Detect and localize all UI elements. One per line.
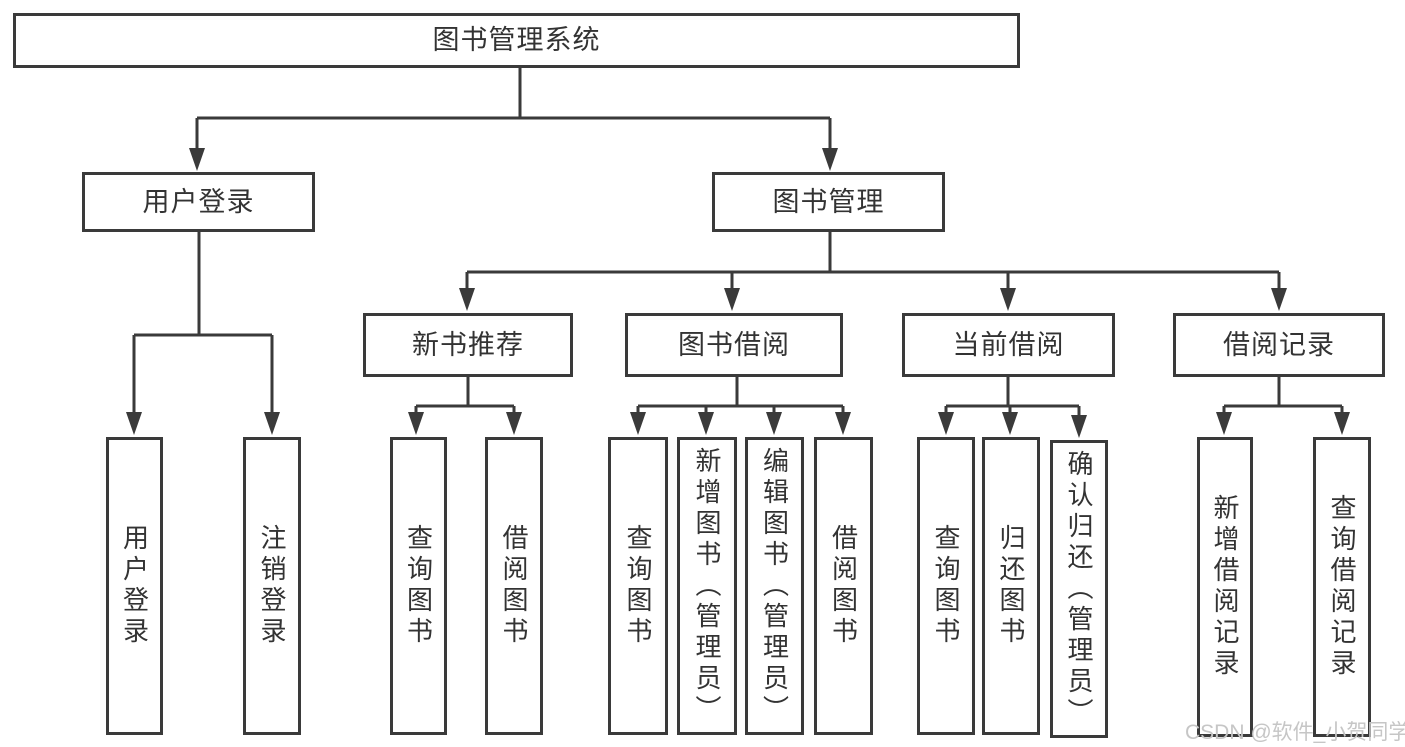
node-new-book-recommend: 新书推荐	[363, 313, 573, 377]
leaf-label: 新增图书（管理员）	[692, 446, 722, 726]
connector-new-book-recommend-children	[408, 377, 522, 435]
node-label: 当前借阅	[952, 329, 1065, 360]
leaf-label: 编辑图书（管理员）	[759, 446, 790, 726]
leaf-query-books-3: 查询图书	[917, 437, 975, 735]
leaf-label: 新增借阅记录	[1210, 494, 1240, 680]
node-label: 图书管理系统	[432, 25, 601, 55]
node-label: 借阅记录	[1223, 329, 1335, 360]
leaf-label: 借阅图书	[828, 524, 859, 648]
connector-root-to-level2	[189, 68, 838, 171]
node-user-login: 用户登录	[82, 172, 315, 232]
leaf-user-login: 用户登录	[106, 437, 163, 735]
leaf-label: 用户登录	[119, 524, 150, 648]
connector-borrow-records-children	[1216, 377, 1350, 435]
connector-current-borrow-children	[938, 377, 1087, 438]
node-label: 图书管理	[772, 186, 885, 217]
leaf-label: 注销登录	[257, 524, 287, 648]
leaf-label: 查询图书	[931, 524, 961, 648]
leaf-label: 查询图书	[403, 524, 434, 648]
node-library-management-system: 图书管理系统	[13, 13, 1020, 68]
leaf-confirm-return-admin: 确认归还（管理员）	[1050, 440, 1108, 738]
connector-user-login-children	[126, 232, 280, 435]
leaf-label: 确认归还（管理员）	[1064, 449, 1094, 729]
leaf-borrow-books-2: 借阅图书	[814, 437, 873, 735]
node-label: 新书推荐	[412, 329, 524, 360]
leaf-query-books-1: 查询图书	[390, 437, 447, 735]
leaf-return-books: 归还图书	[982, 437, 1040, 735]
leaf-label: 归还图书	[996, 524, 1026, 648]
node-label: 用户登录	[142, 186, 255, 217]
leaf-query-borrow-record: 查询借阅记录	[1313, 437, 1371, 737]
leaf-add-books-admin: 新增图书（管理员）	[677, 437, 737, 735]
leaf-borrow-books-1: 借阅图书	[485, 437, 543, 735]
leaf-label: 查询图书	[623, 524, 653, 648]
node-current-borrow: 当前借阅	[902, 313, 1115, 377]
leaf-add-borrow-record: 新增借阅记录	[1197, 437, 1253, 737]
leaf-edit-books-admin: 编辑图书（管理员）	[745, 437, 804, 735]
connector-book-management-children	[459, 232, 1287, 311]
leaf-label: 查询借阅记录	[1327, 494, 1357, 680]
leaf-label: 借阅图书	[499, 524, 529, 648]
csdn-watermark: CSDN @软件_小贺同学	[1185, 721, 1405, 744]
node-book-borrow: 图书借阅	[625, 313, 843, 377]
connector-book-borrow-children	[630, 377, 851, 435]
node-label: 图书借阅	[678, 329, 790, 360]
leaf-logout: 注销登录	[243, 437, 301, 735]
leaf-query-books-2: 查询图书	[608, 437, 668, 735]
node-book-management: 图书管理	[712, 172, 945, 232]
node-borrow-records: 借阅记录	[1173, 313, 1385, 377]
